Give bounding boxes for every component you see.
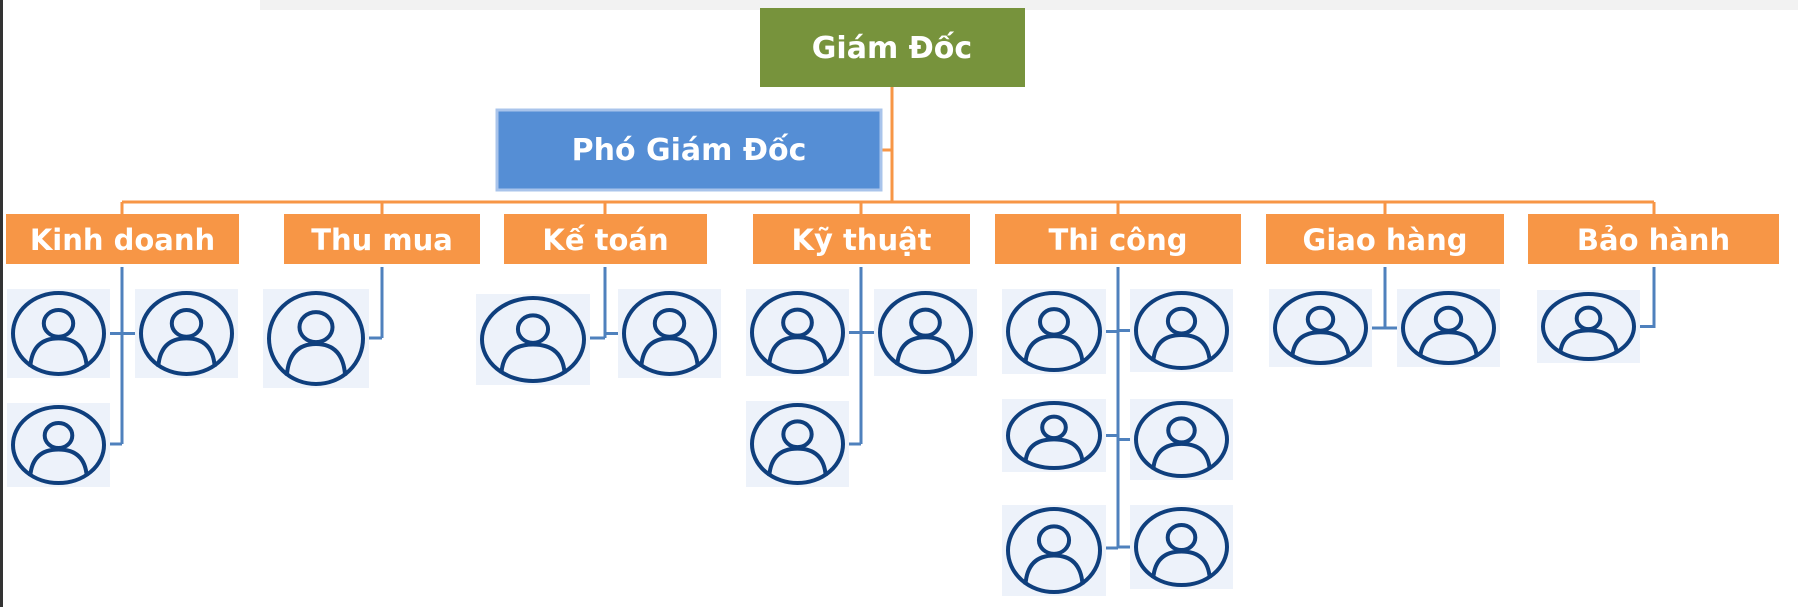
window-left-border (0, 0, 3, 607)
department-label: Giao hàng (1303, 223, 1468, 257)
person-circle-icon (1006, 291, 1102, 372)
member-node[interactable] (1397, 289, 1500, 367)
department-label: Thu mua (311, 223, 453, 257)
department-node[interactable]: Giao hàng (1266, 214, 1504, 264)
member-node[interactable] (874, 289, 977, 376)
person-circle-icon (750, 291, 845, 374)
member-node[interactable] (1537, 290, 1640, 363)
department-box[interactable] (284, 214, 480, 264)
member-icon-background (874, 289, 977, 376)
person-circle-icon (267, 291, 365, 386)
person-circle-icon (1134, 291, 1229, 370)
member-icon-background (135, 289, 238, 378)
department-node[interactable]: Kỹ thuật (753, 214, 970, 264)
person-circle-icon (1541, 292, 1636, 361)
deputy-box[interactable] (495, 108, 883, 192)
departments-layer: Kinh doanh Thu mua Kế toán Kỹ thuật Thi công… (6, 214, 1779, 264)
person-circle-icon (878, 291, 973, 374)
person-circle-icon (11, 291, 106, 376)
person-circle-icon (622, 291, 717, 376)
member-node[interactable] (263, 289, 369, 388)
director-label: Giám Đốc (812, 31, 972, 66)
person-circle-icon (750, 403, 845, 485)
member-node[interactable] (1130, 399, 1233, 480)
department-box[interactable] (1528, 214, 1779, 264)
member-icon-background (746, 289, 849, 376)
department-label: Kỹ thuật (791, 223, 931, 257)
department-label: Thi công (1049, 223, 1188, 257)
member-node[interactable] (7, 403, 110, 487)
member-node[interactable] (1002, 399, 1106, 472)
department-node[interactable]: Bảo hành (1528, 214, 1779, 264)
member-icon-background (1130, 505, 1233, 589)
department-box[interactable] (6, 214, 239, 264)
member-node[interactable] (746, 401, 849, 487)
department-box[interactable] (1266, 214, 1504, 264)
person-circle-icon (1006, 401, 1102, 470)
department-node[interactable]: Kế toán (504, 214, 707, 264)
department-label: Bảo hành (1577, 223, 1730, 257)
person-circle-icon (480, 296, 586, 383)
member-icon-background (1002, 505, 1106, 596)
member-icon-background (1269, 289, 1372, 367)
department-box[interactable] (504, 214, 707, 264)
top-toolbar-strip (260, 0, 1798, 10)
member-node[interactable] (1130, 505, 1233, 589)
members-layer (7, 289, 1640, 596)
person-circle-icon (1401, 291, 1496, 365)
department-node[interactable]: Thi công (995, 214, 1241, 264)
department-label: Kinh doanh (30, 223, 215, 257)
member-node[interactable] (618, 289, 721, 378)
member-icon-background (746, 401, 849, 487)
department-box[interactable] (753, 214, 970, 264)
member-node[interactable] (7, 289, 110, 378)
department-node[interactable]: Kinh doanh (6, 214, 239, 264)
member-icon-background (1130, 399, 1233, 480)
member-node[interactable] (1002, 505, 1106, 596)
person-circle-icon (1134, 401, 1229, 478)
person-circle-icon (1273, 291, 1368, 365)
member-node[interactable] (476, 294, 590, 385)
member-icon-background (1130, 289, 1233, 372)
person-circle-icon (139, 291, 234, 376)
connectors-layer (110, 87, 1656, 550)
member-node[interactable] (135, 289, 238, 378)
member-icon-background (1002, 289, 1106, 374)
member-icon-background (618, 289, 721, 378)
member-node[interactable] (746, 289, 849, 376)
person-circle-icon (1134, 507, 1229, 587)
member-icon-background (7, 403, 110, 487)
member-icon-background (263, 289, 369, 388)
member-icon-background (1537, 290, 1640, 363)
person-circle-icon (11, 405, 106, 485)
member-node[interactable] (1002, 289, 1106, 374)
director-node[interactable]: Giám Đốc (760, 8, 1025, 87)
member-node[interactable] (1269, 289, 1372, 367)
member-icon-background (476, 294, 590, 385)
department-box[interactable] (995, 214, 1241, 264)
member-icon-background (1002, 399, 1106, 472)
member-icon-background (1397, 289, 1500, 367)
department-label: Kế toán (542, 223, 668, 257)
deputy-node[interactable]: Phó Giám Đốc (495, 108, 883, 192)
department-node[interactable]: Thu mua (284, 214, 480, 264)
director-box[interactable] (760, 8, 1025, 87)
person-circle-icon (1006, 507, 1102, 594)
deputy-label: Phó Giám Đốc (572, 133, 807, 168)
member-node[interactable] (1130, 289, 1233, 372)
member-icon-background (7, 289, 110, 378)
